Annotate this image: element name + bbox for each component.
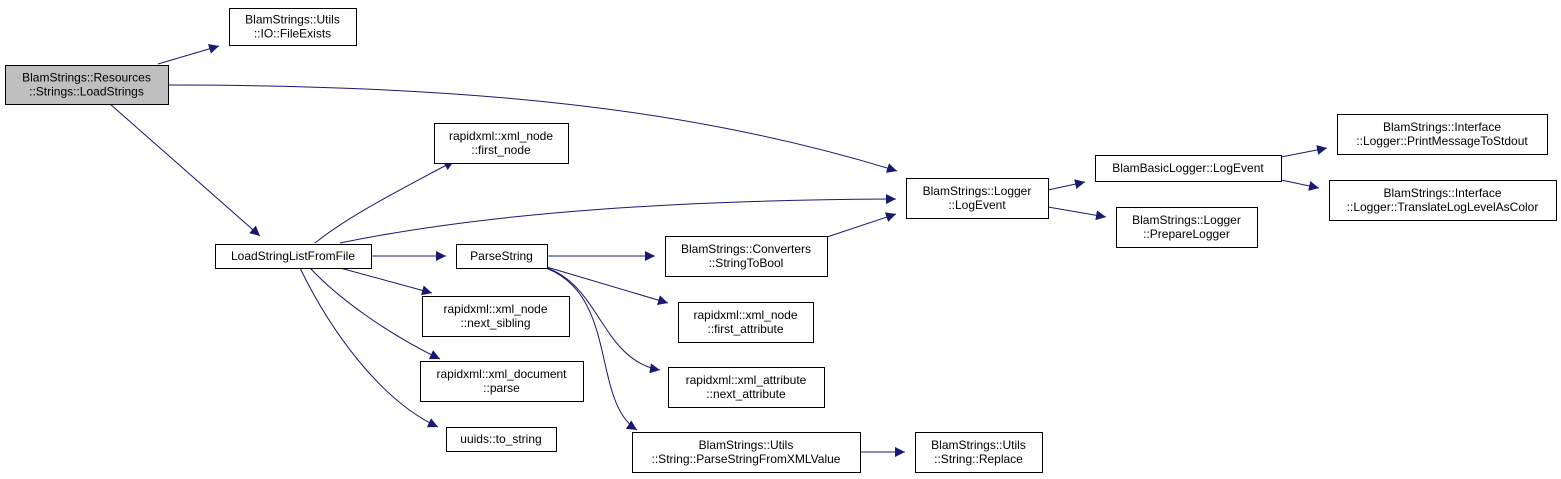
- edge-root-to-load_list: [109, 103, 261, 237]
- node-label-line: BlamStrings::Interface: [1383, 186, 1501, 200]
- edge-load_list-to-next_sibling: [339, 267, 433, 296]
- node-to_string[interactable]: uuids::to_string: [446, 427, 557, 452]
- edge-load_list-to-logger_logevent: [339, 194, 897, 244]
- edges-layer: [109, 44, 1328, 457]
- node-next_attribute[interactable]: rapidxml::xml_attribute::next_attribute: [668, 367, 825, 408]
- node-label-line: uuids::to_string: [460, 432, 541, 446]
- edge-parse_string-to-first_attribute: [539, 264, 669, 305]
- node-label-line: ::Logger::TranslateLogLevelAsColor: [1347, 200, 1539, 214]
- node-box[interactable]: [5, 65, 169, 105]
- node-label-line: ::IO::FileExists: [254, 27, 331, 41]
- node-label-line: rapidxml::xml_node: [443, 302, 547, 316]
- node-label-line: ::parse: [483, 381, 520, 395]
- node-label-line: BlamBasicLogger::LogEvent: [1112, 161, 1264, 175]
- node-label-line: rapidxml::xml_attribute: [686, 373, 807, 387]
- node-label-line: LoadStringListFromFile: [231, 249, 355, 263]
- node-label-line: rapidxml::xml_node: [693, 308, 797, 322]
- edge-load_list-to-doc_parse: [309, 267, 441, 360]
- node-string_to_bool[interactable]: BlamStrings::Converters::StringToBool: [665, 236, 828, 277]
- node-box[interactable]: [229, 8, 357, 46]
- edge-root-to-logger_logevent: [167, 84, 898, 173]
- node-load_list[interactable]: LoadStringListFromFile: [215, 244, 372, 269]
- node-next_sibling[interactable]: rapidxml::xml_node::next_sibling: [422, 296, 570, 337]
- node-label-line: ::Strings::LoadStrings: [29, 85, 144, 99]
- node-box[interactable]: [456, 244, 548, 269]
- node-label-line: ::String::Replace: [934, 452, 1023, 466]
- edge-basic_logevent-to-print_stdout: [1280, 145, 1328, 158]
- node-label-line: ::StringToBool: [709, 256, 784, 270]
- node-print_stdout[interactable]: BlamStrings::Interface::Logger::PrintMes…: [1337, 114, 1548, 155]
- node-box[interactable]: [215, 244, 372, 269]
- node-label-line: rapidxml::xml_node: [449, 129, 553, 143]
- node-label-line: ::first_node: [471, 143, 531, 157]
- node-box[interactable]: [422, 296, 570, 337]
- edge-parse_string-to-parse_xml_value: [539, 265, 638, 431]
- node-root[interactable]: BlamStrings::Resources::Strings::LoadStr…: [5, 65, 169, 105]
- node-parse_xml_value[interactable]: BlamStrings::Utils::String::ParseStringF…: [632, 432, 861, 473]
- node-box[interactable]: [906, 178, 1049, 219]
- node-box[interactable]: [446, 427, 557, 452]
- node-label-line: ::next_attribute: [706, 387, 786, 401]
- node-box[interactable]: [668, 367, 825, 408]
- edge-load_list-to-first_node: [314, 160, 455, 244]
- node-box[interactable]: [1116, 207, 1258, 248]
- node-logger_logevent[interactable]: BlamStrings::Logger::LogEvent: [906, 178, 1049, 219]
- node-label-line: BlamStrings::Utils: [931, 438, 1026, 452]
- node-box[interactable]: [1095, 155, 1282, 182]
- node-label-line: BlamStrings::Converters: [681, 242, 811, 256]
- node-label-line: BlamStrings::Resources: [22, 71, 151, 85]
- node-box[interactable]: [434, 123, 569, 164]
- node-label-line: ::String::ParseStringFromXMLValue: [652, 452, 841, 466]
- edge-logger_logevent-to-prepare_logger: [1047, 206, 1107, 221]
- node-label-line: ::LogEvent: [948, 198, 1006, 212]
- node-label-line: rapidxml::xml_document: [436, 367, 567, 381]
- node-label-line: ::first_attribute: [707, 322, 783, 336]
- node-replace[interactable]: BlamStrings::Utils::String::Replace: [915, 432, 1043, 473]
- node-box[interactable]: [678, 302, 814, 343]
- node-file_exists[interactable]: BlamStrings::Utils::IO::FileExists: [229, 8, 357, 46]
- edge-basic_logevent-to-translate_color: [1280, 179, 1320, 191]
- node-label-line: BlamStrings::Logger: [1132, 213, 1241, 227]
- node-basic_logevent[interactable]: BlamBasicLogger::LogEvent: [1095, 155, 1282, 182]
- node-box[interactable]: [1337, 114, 1548, 155]
- node-label-line: BlamStrings::Interface: [1383, 120, 1501, 134]
- node-prepare_logger[interactable]: BlamStrings::Logger::PrepareLogger: [1116, 207, 1258, 248]
- node-box[interactable]: [915, 432, 1043, 473]
- node-label-line: ParseString: [470, 249, 533, 263]
- edge-parse_string-to-next_attribute: [539, 265, 661, 374]
- node-doc_parse[interactable]: rapidxml::xml_document::parse: [420, 361, 584, 402]
- node-label-line: BlamStrings::Utils: [245, 13, 340, 27]
- node-first_attribute[interactable]: rapidxml::xml_node::first_attribute: [678, 302, 814, 343]
- node-first_node[interactable]: rapidxml::xml_node::first_node: [434, 123, 569, 164]
- node-label-line: ::Logger::PrintMessageToStdout: [1356, 134, 1528, 148]
- edge-string_to_bool-to-logger_logevent: [826, 212, 897, 238]
- node-box[interactable]: [420, 361, 584, 402]
- edge-load_list-to-to_string: [299, 267, 439, 428]
- node-parse_string[interactable]: ParseString: [456, 244, 548, 269]
- edge-logger_logevent-to-basic_logevent: [1047, 179, 1086, 191]
- node-label-line: BlamStrings::Utils: [699, 438, 794, 452]
- node-box[interactable]: [665, 236, 828, 277]
- node-label-line: ::next_sibling: [460, 316, 530, 330]
- node-box[interactable]: [1329, 180, 1557, 221]
- node-label-line: BlamStrings::Logger: [923, 184, 1032, 198]
- edge-root-to-file_exists: [157, 44, 220, 65]
- node-label-line: ::PrepareLogger: [1143, 227, 1230, 241]
- node-translate_color[interactable]: BlamStrings::Interface::Logger::Translat…: [1329, 180, 1557, 221]
- nodes-layer: BlamStrings::Resources::Strings::LoadStr…: [5, 8, 1557, 473]
- node-box[interactable]: [632, 432, 861, 473]
